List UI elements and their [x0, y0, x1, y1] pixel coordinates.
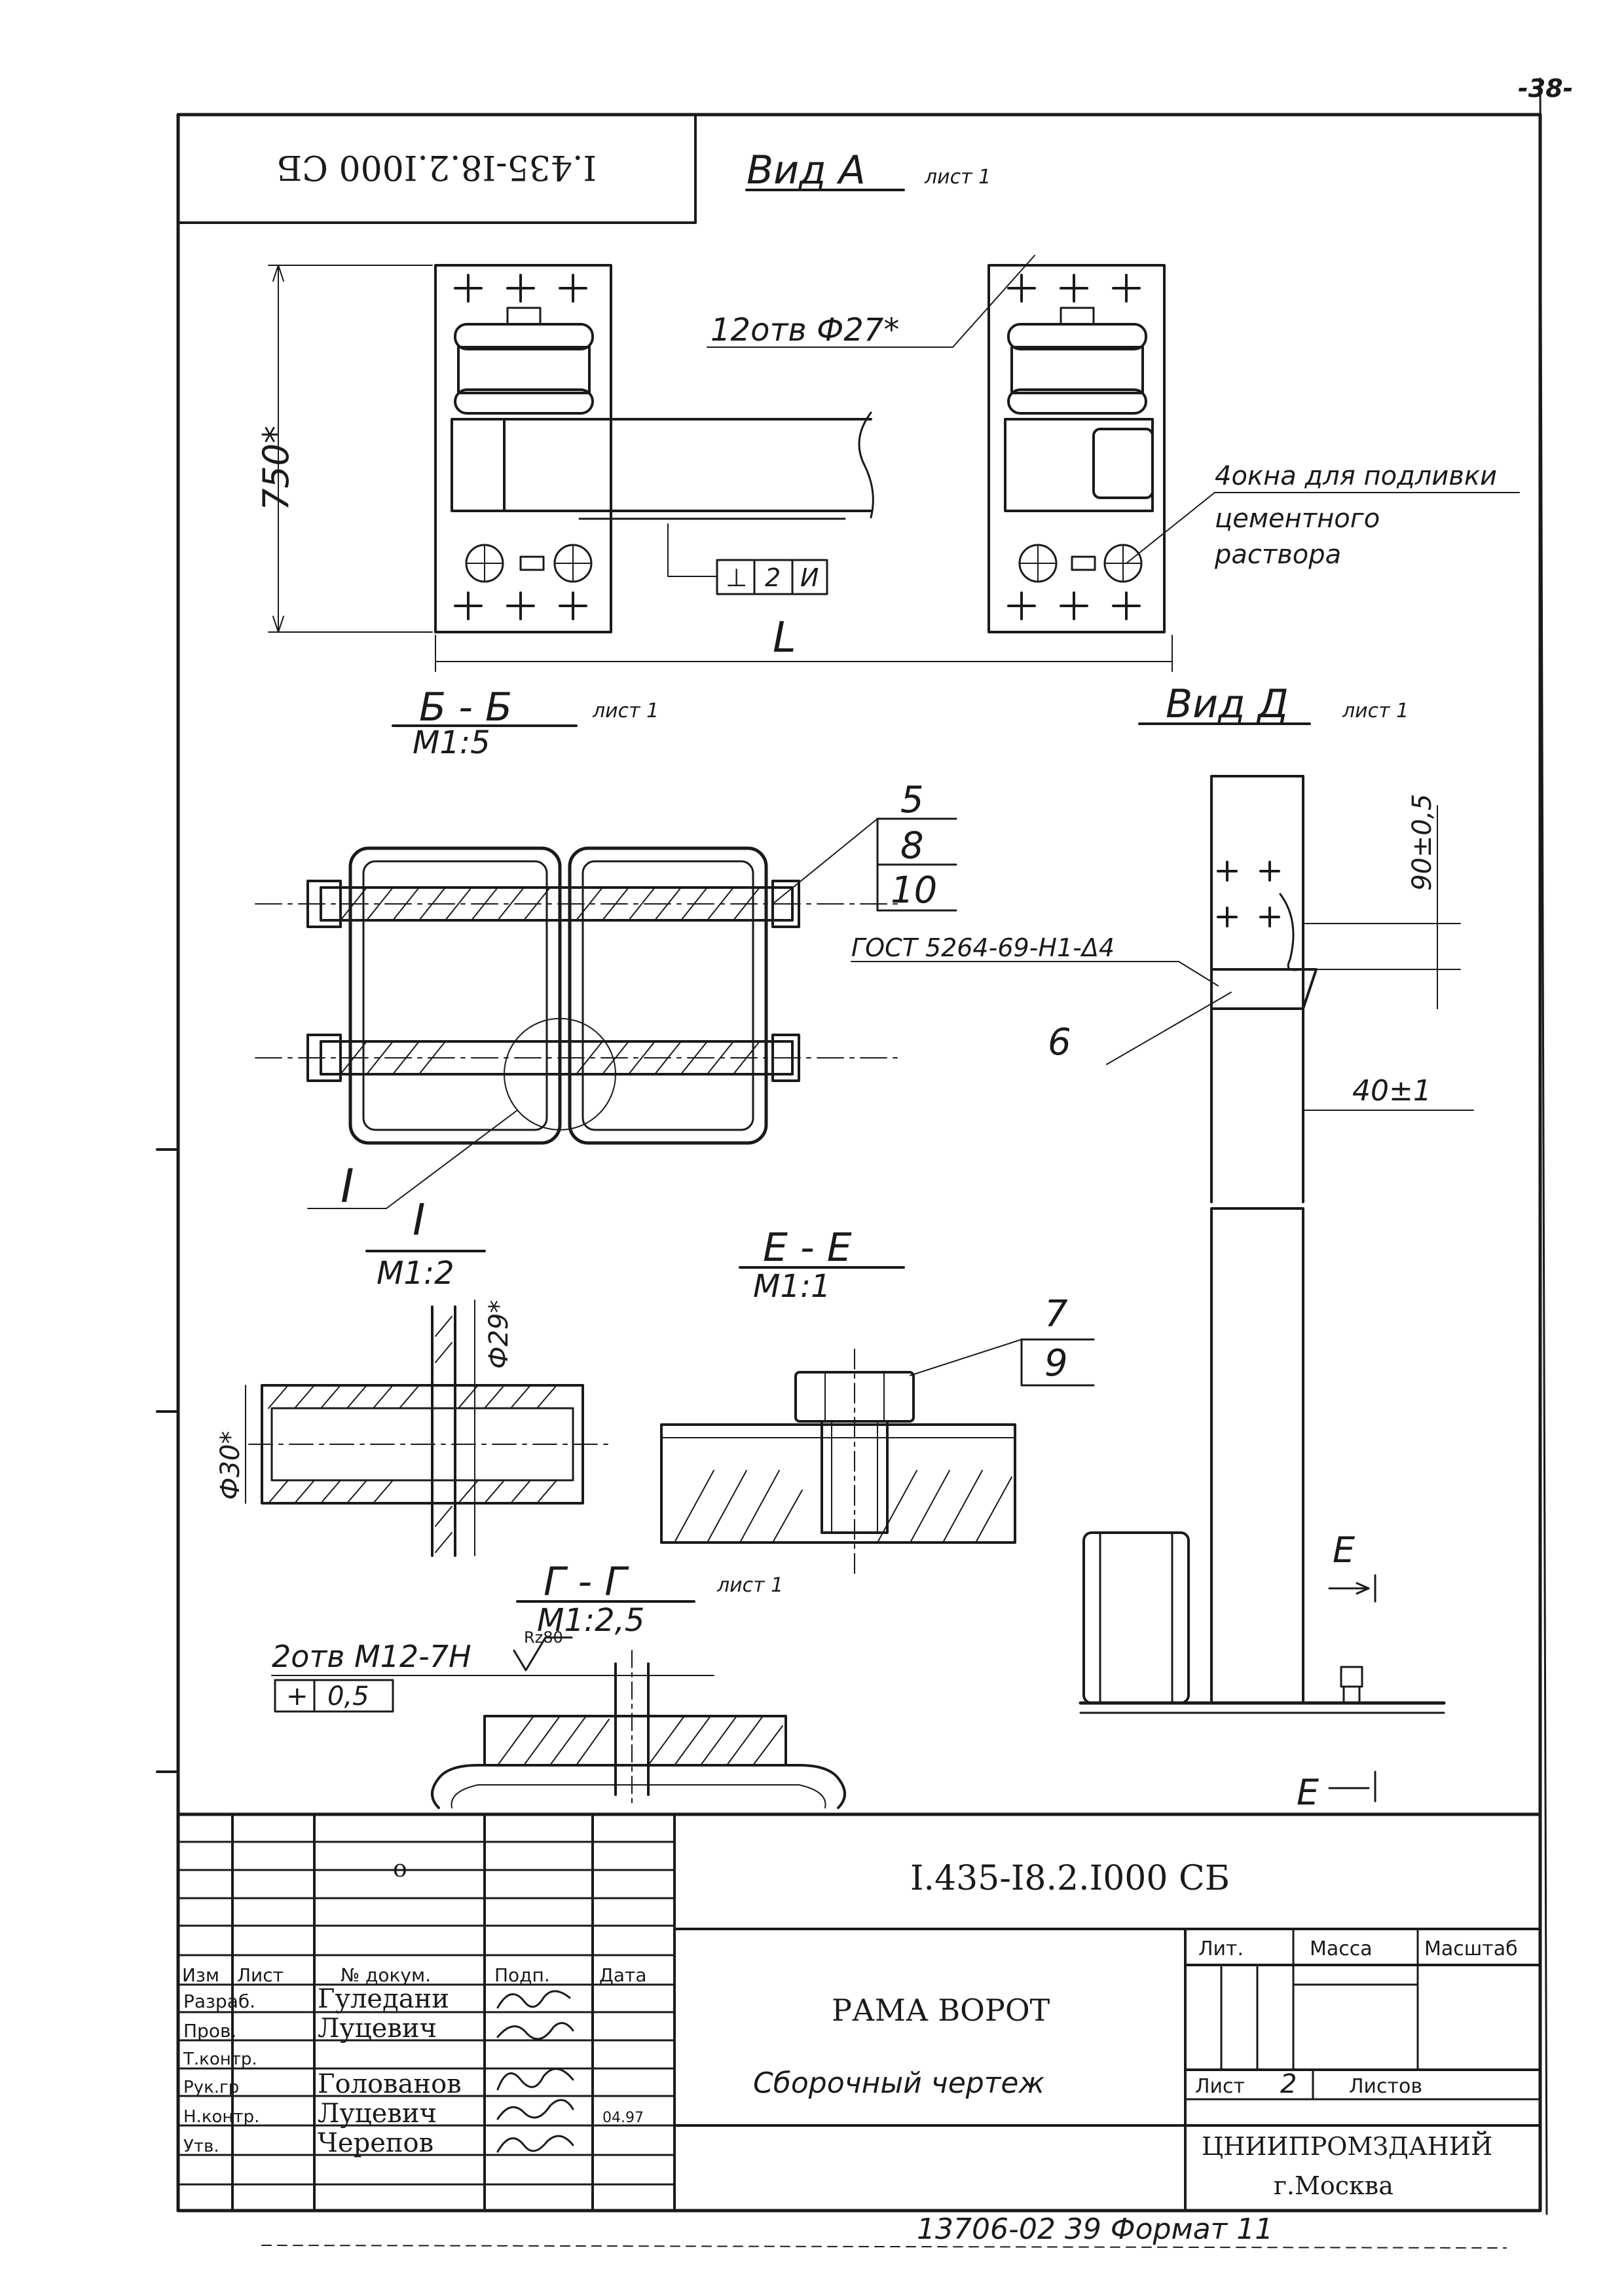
callout-5: 5 [900, 779, 924, 821]
hdr-doc: № докум. [341, 1964, 431, 1986]
view-d: Вид Д лист 1 90±0,5 40±1 ГОСТ 5264-69-Н1… [851, 681, 1474, 1813]
ee-scale: М1:1 [753, 1268, 831, 1305]
gost-note: ГОСТ 5264-69-Н1-Δ4 [851, 933, 1115, 962]
bb-sheet: лист 1 [592, 700, 659, 722]
dim-d30: Ф30* [215, 1431, 246, 1500]
detail-I-title: I [413, 1195, 425, 1245]
dim-d29: Ф29* [484, 1300, 514, 1369]
top-stamp: I.435-I8.2.I000 СБ [177, 113, 697, 224]
section-ee: Е - Е М1:1 7 9 [660, 1225, 1095, 1579]
pos-tol-sym: + [286, 1681, 308, 1712]
dim-L: L [773, 614, 796, 662]
section-bb: Б - Б М1:5 лист 1 I 5 8 10 [255, 684, 957, 1213]
holes-note: 12отв Ф27* [710, 312, 899, 348]
hdr-date: Дата [599, 1964, 647, 1986]
callout-I: I [341, 1159, 354, 1213]
callout-10: 10 [891, 869, 937, 912]
callout-9: 9 [1044, 1342, 1068, 1385]
gg-scale: М1:2,5 [537, 1602, 644, 1639]
sheet-label: Лист [1195, 2075, 1245, 2098]
view-a-title: Вид А [747, 147, 866, 193]
sheet-number: 2 [1280, 2069, 1297, 2099]
callout-8: 8 [900, 825, 924, 867]
gg-sheet: лист 1 [716, 1574, 783, 1597]
pos-tol-value: 0,5 [327, 1681, 369, 1712]
name-rukgr: Голованов [318, 2069, 462, 2099]
org-name: ЦНИИПРОМЗДАНИЙ [1202, 2131, 1492, 2161]
title-circle-mark: о [393, 1856, 407, 1882]
detail-I: I М1:2 Ф29* Ф30* [215, 1195, 610, 1557]
tol-sym: ⊥ [726, 563, 747, 592]
view-a: Вид А лист 1 750* L [255, 147, 1520, 672]
bottom-note: 13706-02 39 Формат 11 [917, 2213, 1273, 2246]
callout-7: 7 [1044, 1293, 1068, 1336]
role-prov: Пров. [183, 2020, 236, 2042]
mass-label: Масса [1310, 1937, 1373, 1960]
callout-6: 6 [1048, 1021, 1071, 1064]
dim-750: 750* [255, 426, 297, 511]
hdr-sign: Подп. [494, 1964, 550, 1986]
title-subtitle: Сборочный чертеж [753, 2067, 1044, 2100]
tol-datum: И [800, 563, 819, 592]
role-tkontr: Т.контр. [183, 2049, 257, 2069]
view-d-sheet: лист 1 [1342, 700, 1409, 722]
page-number: -38- [1518, 74, 1573, 103]
view-a-sheet: лист 1 [924, 166, 991, 189]
dim-90: 90±0,5 [1407, 794, 1437, 891]
scale-label: Масштаб [1424, 1937, 1518, 1960]
title-doc-code: I.435-I8.2.I000 СБ [910, 1859, 1230, 1898]
role-razrab: Разраб. [183, 1991, 255, 2012]
windows-note-3: раствора [1214, 540, 1341, 570]
detail-I-scale: М1:2 [377, 1255, 454, 1292]
signatures [496, 1990, 574, 2153]
thread-note: 2отв М12-7Н [272, 1639, 471, 1674]
sheet-frame [156, 77, 1548, 2249]
tol-value: 2 [765, 563, 781, 592]
view-d-title: Вид Д [1166, 681, 1289, 727]
windows-note-1: 4окна для подливки [1215, 461, 1497, 491]
role-utv: Утв. [183, 2137, 219, 2156]
role-rukgr: Рук.гр [183, 2078, 239, 2097]
name-prov: Луцевич [318, 2013, 437, 2044]
title-block: I.435-I8.2.I000 СБ о Изм Лист № докум. П… [176, 1812, 1542, 2213]
title-name: РАМА ВОРОТ [832, 1992, 1050, 2028]
name-nkontr: Луцевич [318, 2099, 437, 2129]
right-plate-crosses [1007, 274, 1141, 620]
date-note: 04.97 [602, 2110, 644, 2126]
sheets-label: Листов [1349, 2075, 1422, 2098]
section-gg: Г - Г М1:2,5 лист 1 2отв М12-7Н Rz80 + 0… [271, 1559, 846, 1809]
gg-title: Г - Г [544, 1559, 629, 1605]
dim-40: 40±1 [1352, 1074, 1431, 1108]
label-E-bottom: Е [1297, 1772, 1320, 1813]
bb-scale: М1:5 [413, 724, 490, 761]
bb-title: Б - Б [419, 684, 512, 730]
windows-note-2: цементного [1215, 504, 1380, 534]
left-plate-crosses [454, 274, 587, 620]
lit-label: Лит. [1198, 1937, 1244, 1960]
hdr-izm: Изм [182, 1964, 219, 1986]
name-razrab: Гуледани [318, 1984, 449, 2014]
tolerance-frame: ⊥ 2 И [667, 523, 828, 595]
org-city: г.Москва [1274, 2171, 1393, 2200]
top-stamp-code: I.435-I8.2.I000 СБ [277, 147, 597, 187]
hdr-list: Лист [237, 1964, 284, 1986]
ee-title: Е - Е [763, 1225, 852, 1271]
label-E-top: Е [1333, 1529, 1356, 1571]
name-utv: Черепов [318, 2128, 434, 2158]
role-nkontr: Н.контр. [183, 2107, 259, 2127]
